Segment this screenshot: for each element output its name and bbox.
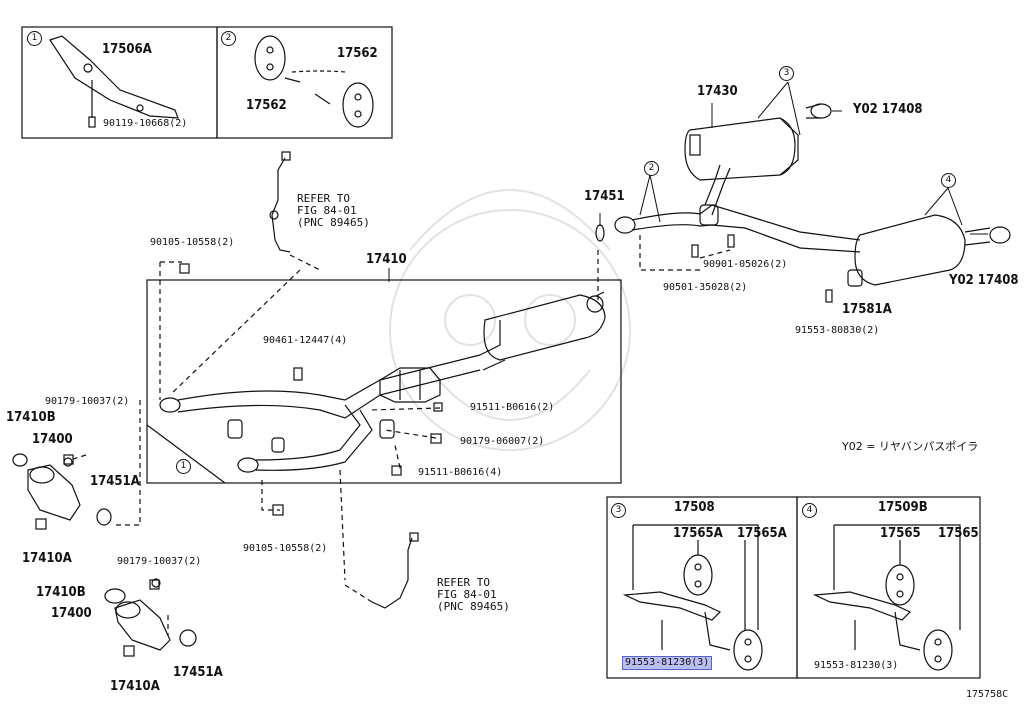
label-17410B-a: 17410B [6, 410, 56, 425]
label-17565-a: 17565 [880, 526, 921, 541]
label-17565A-a: 17565A [673, 526, 723, 541]
main-circle-2: 2 [644, 161, 659, 176]
label-17430: 17430 [697, 84, 738, 99]
main-circle-1: 1 [176, 459, 191, 474]
inset-1-circle: 1 [27, 31, 42, 46]
label-17400-a: 17400 [32, 432, 73, 447]
label-91511-4: 91511-B0616(4) [418, 467, 503, 478]
label-y02-17408-a: Y02 17408 [853, 102, 923, 117]
o2-sensor-top [269, 151, 321, 271]
label-17400-b: 17400 [51, 606, 92, 621]
label-90179-10037-a: 90179-10037(2) [45, 396, 130, 407]
rear-pipe [595, 164, 861, 253]
catalytic-converter [379, 367, 441, 403]
label-91553-81230: 91553-81230(3) [814, 660, 899, 671]
inset-4-box [796, 496, 981, 679]
label-90179-06007: 90179-06007(2) [460, 436, 545, 447]
label-91511-2: 91511-B0616(2) [470, 402, 555, 413]
muffler-17430 [684, 103, 832, 181]
inset-2-box [216, 26, 393, 139]
label-90105-top: 90105-10558(2) [150, 237, 235, 248]
label-91553-81230-highlighted[interactable]: 91553-81230(3) [622, 656, 713, 670]
label-91553-80830: 91553-80830(2) [795, 325, 880, 336]
label-leaders [388, 81, 988, 282]
inset-2-circle: 2 [221, 31, 236, 46]
bracket-17509B [812, 524, 961, 671]
main-circle-3: 3 [779, 66, 794, 81]
bracket-17508 [622, 524, 763, 671]
center-muffler [479, 291, 606, 371]
refer-to-top: REFER TO FIG 84-01 (PNC 89465) [297, 192, 370, 229]
o2-sensor-bottom [344, 532, 419, 609]
label-17410A-a: 17410A [22, 551, 72, 566]
label-17562-a: 17562 [337, 46, 378, 61]
label-17451A-b: 17451A [173, 665, 223, 680]
hangers-17562 [254, 35, 374, 128]
bracket-17506A [49, 35, 179, 128]
label-17508: 17508 [674, 500, 715, 515]
inset-4-circle: 4 [802, 503, 817, 518]
label-17451: 17451 [584, 189, 625, 204]
label-17565A-b: 17565A [737, 526, 787, 541]
muffler-rear [847, 214, 1011, 287]
label-17410B-b: 17410B [36, 585, 86, 600]
pipe-assy-frame [146, 279, 622, 484]
main-circle-4: 4 [941, 173, 956, 188]
label-90461: 90461-12447(4) [263, 335, 348, 346]
figure-code: 175758C [966, 689, 1009, 700]
label-90501: 90501-35028(2) [663, 282, 748, 293]
label-17562-b: 17562 [246, 98, 287, 113]
label-90179-10037-b: 90179-10037(2) [117, 556, 202, 567]
label-17565-b: 17565 [938, 526, 979, 541]
label-17410: 17410 [366, 252, 407, 267]
legend-y02: Y02 = リヤバンパスポイラ [842, 440, 979, 453]
label-90119-10668: 90119-10668(2) [103, 118, 188, 129]
label-17581A: 17581A [842, 302, 892, 317]
manifold-converter-upper [12, 453, 112, 530]
label-90901: 90901-05026(2) [703, 259, 788, 270]
refer-to-bottom: REFER TO FIG 84-01 (PNC 89465) [437, 576, 510, 613]
label-17509B: 17509B [878, 500, 928, 515]
inset-3-circle: 3 [611, 503, 626, 518]
label-90105-bot: 90105-10558(2) [243, 543, 328, 554]
leader-lines [69, 235, 731, 635]
inset-3-box [606, 496, 798, 679]
fasteners [63, 234, 833, 590]
label-17410A-b: 17410A [110, 679, 160, 694]
watermark-emblem [389, 189, 631, 451]
label-17506A: 17506A [102, 42, 152, 57]
manifold-converter-lower [104, 578, 197, 657]
label-17451A-a: 17451A [90, 474, 140, 489]
front-pipe [159, 354, 481, 473]
label-y02-17408-b: Y02 17408 [949, 273, 1019, 288]
